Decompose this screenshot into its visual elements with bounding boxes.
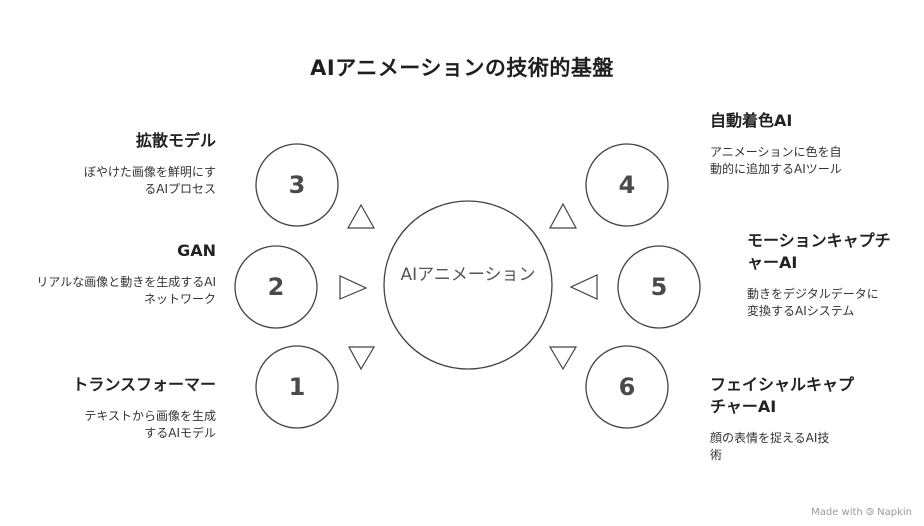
center-circle	[383, 200, 553, 370]
node-number-5: 5	[651, 273, 668, 301]
node-title-4: 自動着色AI	[710, 111, 793, 130]
node-circle-2	[234, 245, 318, 329]
node-circle-6	[585, 345, 669, 429]
connector-triangle-4	[548, 202, 578, 229]
node-block-6: フェイシャルキャプチャーAI 顔の表情を捉えるAI技術	[710, 374, 860, 464]
node-block-4: 自動着色AI アニメーションに色を自動的に追加するAIツール	[710, 110, 880, 178]
node-circle-5	[617, 245, 701, 329]
connector-triangle-2	[339, 275, 368, 300]
node-desc-1: テキストから画像を生成するAIモデル	[84, 409, 216, 440]
connector-triangle-5	[569, 274, 598, 300]
node-desc-3: ぼやけた画像を鮮明にするAIプロセス	[83, 165, 216, 196]
napkin-footer[interactable]: Made with ⧁ Napkin	[811, 507, 912, 518]
node-title-6: フェイシャルキャプチャーAI	[710, 375, 855, 416]
node-block-5: モーションキャプチャーAI 動きをデジタルデータに変換するAIシステム	[747, 230, 897, 320]
node-desc-6: 顔の表情を捉えるAI技術	[710, 431, 830, 462]
node-block-2: GAN リアルな画像と動きを生成するAIネットワーク	[16, 240, 216, 308]
connector-triangle-1	[347, 346, 376, 371]
node-block-3: 拡散モデル ぼやけた画像を鮮明にするAIプロセス	[16, 130, 216, 198]
center-label: AIアニメーション	[400, 265, 536, 285]
node-circle-1	[255, 345, 339, 429]
node-desc-4: アニメーションに色を自動的に追加するAIツール	[710, 145, 842, 176]
diagram-title: AIアニメーションの技術的基盤	[310, 56, 614, 80]
node-block-1: トランスフォーマー テキストから画像を生成するAIモデル	[16, 374, 216, 442]
node-circle-3	[255, 143, 339, 227]
node-number-3: 3	[289, 171, 306, 199]
node-title-1: トランスフォーマー	[72, 375, 216, 394]
connector-triangle-6	[548, 346, 578, 371]
node-title-2: GAN	[177, 241, 216, 260]
node-title-5: モーションキャプチャーAI	[747, 231, 891, 272]
node-circle-4	[585, 143, 669, 227]
connector-triangle-3	[346, 203, 376, 229]
node-number-2: 2	[268, 273, 285, 301]
node-number-6: 6	[619, 373, 636, 401]
node-title-3: 拡散モデル	[135, 131, 216, 150]
node-desc-5: 動きをデジタルデータに変換するAIシステム	[747, 287, 879, 318]
node-number-4: 4	[619, 171, 636, 199]
node-desc-2: リアルな画像と動きを生成するAIネットワーク	[36, 275, 216, 306]
node-number-1: 1	[289, 373, 306, 401]
